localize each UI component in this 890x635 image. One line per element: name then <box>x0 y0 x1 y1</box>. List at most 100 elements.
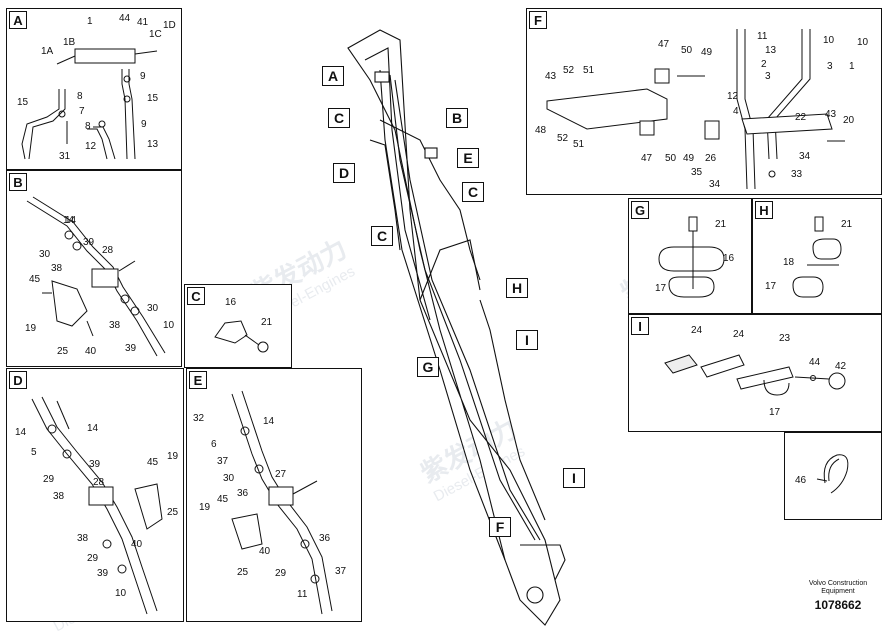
callout-number: 2 <box>761 59 767 70</box>
panel-e-labels: 32 14 6 37 30 27 45 36 19 25 40 36 29 37… <box>193 413 347 600</box>
callout-number: 14 <box>15 427 27 438</box>
callout-h: H <box>506 278 528 298</box>
callout-number: 30 <box>39 249 51 260</box>
panel-tag-i: I <box>631 317 649 335</box>
callout-number: 21 <box>841 219 853 230</box>
panel-f-drawing <box>546 29 845 190</box>
panel-a-labels: 1 44 41 1C 1D 1A 1B 9 8 7 15 15 31 8 9 1… <box>17 13 176 162</box>
panel-d-labels: 14 14 5 39 45 19 29 28 38 25 38 40 29 39… <box>15 423 179 599</box>
callout-number: 26 <box>705 153 717 164</box>
callout-number: 34 <box>799 151 811 162</box>
detail-panel-i: I 24 24 23 44 42 17 <box>628 314 882 432</box>
callout-number: 30 <box>223 473 235 484</box>
callout-number: 17 <box>769 407 781 418</box>
document-number: 1078662 <box>814 598 862 612</box>
callout-number: 15 <box>17 97 29 108</box>
callout-number: 21 <box>261 317 273 328</box>
callout-number: 47 <box>658 39 670 50</box>
callout-number: 1B <box>63 37 76 48</box>
callout-number: 34 <box>709 179 721 190</box>
callout-number: 23 <box>779 333 791 344</box>
callout-number: 4 <box>733 106 739 117</box>
callout-number: 5 <box>31 447 37 458</box>
callout-number: 39 <box>89 459 101 470</box>
panel-tag-a: A <box>9 11 27 29</box>
callout-number: 1A <box>41 46 54 57</box>
callout-number: 39 <box>125 343 137 354</box>
callout-number: 1D <box>163 20 176 31</box>
callout-f: F <box>489 517 511 537</box>
callout-number: 49 <box>701 47 713 58</box>
callout-number: 37 <box>335 566 347 577</box>
callout-number: 31 <box>59 151 71 162</box>
callout-number: 45 <box>29 274 41 285</box>
callout-number: 29 <box>87 553 99 564</box>
callout-number: 39 <box>83 237 95 248</box>
callout-number: 28 <box>102 245 114 256</box>
callout-number: 51 <box>573 139 585 150</box>
callout-number: 29 <box>43 474 55 485</box>
callout-b: B <box>446 108 468 128</box>
callout-number: 13 <box>147 139 159 150</box>
callout-number: 8 <box>85 121 91 132</box>
panel-tag-b: B <box>9 173 27 191</box>
callout-number: 50 <box>681 45 693 56</box>
callout-number: 9 <box>140 71 146 82</box>
callout-number: 30 <box>147 303 159 314</box>
callout-number: 21 <box>715 219 727 230</box>
callout-number: 35 <box>691 167 703 178</box>
callout-number: 1C <box>149 29 162 40</box>
callout-number: 41 <box>137 17 149 28</box>
callout-number: 29 <box>275 568 287 579</box>
callout-number: 44 <box>119 13 131 24</box>
callout-number: 48 <box>535 125 547 136</box>
callout-number: 3 <box>827 61 833 72</box>
detail-panel-g: G 21 16 17 <box>628 198 752 314</box>
callout-number: 1 <box>849 61 855 72</box>
detail-panel-a: A 1 44 41 1C 1D 1A 1B 9 8 7 15 15 <box>6 8 182 170</box>
panel-c-drawing: 16 21 <box>214 297 273 353</box>
callout-number: 16 <box>723 253 735 264</box>
callout-number: 39 <box>97 568 109 579</box>
callout-number: 17 <box>765 281 777 292</box>
callout-number: 40 <box>85 346 97 357</box>
callout-number: 46 <box>795 475 807 486</box>
panel-tag-g: G <box>631 201 649 219</box>
callout-number: 52 <box>557 133 569 144</box>
callout-number: 14 <box>63 215 75 226</box>
callout-number: 36 <box>319 533 331 544</box>
panel-tag-h: H <box>755 201 773 219</box>
callout-d: D <box>333 163 355 183</box>
callout-number: 24 <box>691 325 703 336</box>
callout-c: C <box>462 182 484 202</box>
callout-number: 25 <box>57 346 69 357</box>
callout-number: 8 <box>77 91 83 102</box>
callout-number: 32 <box>193 413 205 424</box>
detail-panel-d: D 14 14 5 39 45 19 29 28 38 25 38 40 29 … <box>6 368 184 622</box>
callout-number: 25 <box>167 507 179 518</box>
panel-tag-d: D <box>9 371 27 389</box>
callout-number: 49 <box>683 153 695 164</box>
detail-panel-h: H 21 18 17 <box>752 198 882 314</box>
panel-tag-c: C <box>187 287 205 305</box>
callout-number: 43 <box>545 71 557 82</box>
callout-c: C <box>328 108 350 128</box>
callout-number: 47 <box>641 153 653 164</box>
callout-number: 1 <box>87 16 93 27</box>
callout-number: 37 <box>217 456 229 467</box>
callout-number: 28 <box>93 477 105 488</box>
callout-e: E <box>457 148 479 168</box>
panel-tag-f: F <box>529 11 547 29</box>
callout-number: 13 <box>765 45 777 56</box>
callout-number: 19 <box>199 502 211 513</box>
callout-number: 38 <box>77 533 89 544</box>
callout-number: 20 <box>843 115 855 126</box>
callout-number: 11 <box>757 31 768 42</box>
panel-f-labels: 47 50 49 11 13 10 10 52 51 43 2 3 3 1 12… <box>535 31 869 190</box>
callout-number: 15 <box>147 93 159 104</box>
callout-number: 10 <box>163 320 175 331</box>
callout-number: 12 <box>85 141 97 152</box>
callout-number: 19 <box>25 323 37 334</box>
detail-panel-c: C 16 21 <box>184 284 292 368</box>
